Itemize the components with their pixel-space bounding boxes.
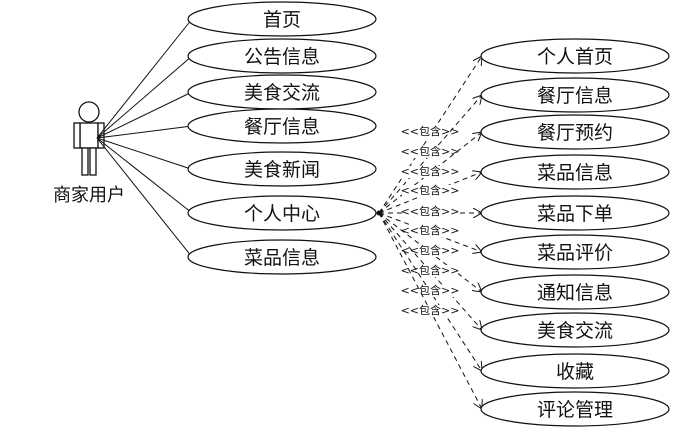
use-case-right[interactable]: 菜品下单	[480, 195, 670, 231]
use-case-right[interactable]: 餐厅信息	[480, 77, 670, 113]
use-case-label: 个人中心	[244, 203, 320, 225]
use-case-ellipse[interactable]	[480, 154, 670, 190]
include-label-bg	[402, 225, 458, 237]
include-label-bg	[402, 206, 458, 218]
include-label: <<包含>>	[401, 243, 460, 257]
use-case-left[interactable]: 美食交流	[187, 74, 377, 110]
include-line	[378, 95, 482, 214]
use-case-label: 餐厅预约	[537, 122, 613, 144]
use-case-left[interactable]: 菜品信息	[187, 239, 377, 275]
use-case-ellipse[interactable]	[187, 151, 377, 187]
use-case-ellipse[interactable]	[480, 77, 670, 113]
use-case-label: 餐厅信息	[537, 85, 613, 107]
use-case-right[interactable]: 菜品信息	[480, 154, 670, 190]
use-case-label: 收藏	[556, 361, 594, 383]
use-case-left[interactable]: 餐厅信息	[187, 108, 377, 144]
actor-right-arm	[97, 122, 105, 149]
actor-figure	[73, 101, 105, 176]
include-label: <<包含>>	[401, 303, 460, 317]
actor-left-arm	[73, 122, 81, 149]
use-case-label: 美食交流	[244, 82, 320, 104]
association-lines	[96, 18, 193, 258]
association-line	[96, 137, 193, 258]
include-label: <<包含>>	[401, 183, 460, 197]
include-label-bg	[402, 245, 458, 257]
use-case-label: 公告信息	[244, 46, 320, 68]
actor-body	[79, 122, 99, 149]
use-case-ellipse[interactable]	[480, 312, 670, 348]
include-label: <<包含>>	[401, 144, 460, 158]
use-case-label: 菜品信息	[537, 162, 613, 184]
use-case-label: 首页	[263, 9, 301, 31]
use-case-ellipse[interactable]	[480, 38, 670, 74]
association-line	[96, 137, 192, 170]
include-label: <<包含>>	[401, 223, 460, 237]
use-case-ellipse[interactable]	[480, 114, 670, 150]
use-case-right[interactable]: 餐厅预约	[480, 114, 670, 150]
use-case-ellipse[interactable]	[480, 234, 670, 270]
actor-left-leg	[81, 147, 89, 176]
use-case-ellipse[interactable]	[480, 353, 670, 389]
use-case-ellipse[interactable]	[187, 108, 377, 144]
use-case-ellipse[interactable]	[480, 391, 670, 427]
use-case-ellipse[interactable]	[187, 195, 377, 231]
include-label-bg	[402, 185, 458, 197]
association-line	[96, 137, 193, 214]
use-case-left[interactable]: 公告信息	[187, 38, 377, 74]
use-case-ellipse[interactable]	[187, 38, 377, 74]
use-case-right[interactable]: 个人首页	[480, 38, 670, 74]
use-case-left[interactable]: 美食新闻	[187, 151, 377, 187]
use-case-label: 美食新闻	[244, 159, 320, 181]
include-label-bg	[402, 126, 458, 138]
include-label: <<包含>>	[401, 283, 460, 297]
association-line	[96, 125, 193, 139]
use-case-right[interactable]: 美食交流	[480, 312, 670, 348]
include-hub-point	[376, 210, 382, 216]
association-line	[96, 91, 193, 139]
use-case-label: 餐厅信息	[244, 116, 320, 138]
actor-label: 商家用户	[53, 185, 125, 206]
use-case-label: 菜品信息	[244, 247, 320, 269]
actor-head	[78, 101, 100, 123]
association-line	[96, 18, 193, 139]
use-case-label: 通知信息	[537, 282, 613, 304]
include-label: <<包含>>	[401, 124, 460, 138]
include-label: <<包含>>	[401, 204, 460, 218]
include-label-bg	[402, 146, 458, 158]
include-label-bg	[402, 305, 458, 317]
use-case-label: 个人首页	[537, 46, 613, 68]
use-case-right[interactable]: 收藏	[480, 353, 670, 389]
include-label-bg	[402, 265, 458, 277]
include-label-bg	[402, 166, 458, 178]
actor-right-leg	[89, 147, 97, 176]
use-case-ellipse[interactable]	[187, 239, 377, 275]
use-case-right[interactable]: 菜品评价	[480, 234, 670, 270]
use-case-left[interactable]: 个人中心	[187, 195, 377, 231]
include-relations: <<包含>> <<包含>> <<包含>> <<包含>> <<包含>> <<包含>> <<包含…	[376, 56, 483, 409]
include-line	[378, 212, 482, 330]
use-case-ellipse[interactable]	[480, 274, 670, 310]
use-case-label: 菜品下单	[537, 203, 613, 225]
include-label: <<包含>>	[401, 263, 460, 277]
use-case-left[interactable]: 首页	[187, 1, 377, 37]
use-case-label: 评论管理	[537, 399, 613, 421]
use-case-right[interactable]: 评论管理	[480, 391, 670, 427]
use-case-ellipse[interactable]	[480, 195, 670, 231]
use-case-right[interactable]: 通知信息	[480, 274, 670, 310]
include-label: <<包含>>	[401, 164, 460, 178]
include-label-bg	[402, 285, 458, 297]
use-case-ellipse[interactable]	[187, 1, 377, 37]
use-case-label: 美食交流	[537, 320, 613, 342]
use-case-label: 菜品评价	[537, 242, 613, 264]
association-line	[96, 55, 193, 139]
